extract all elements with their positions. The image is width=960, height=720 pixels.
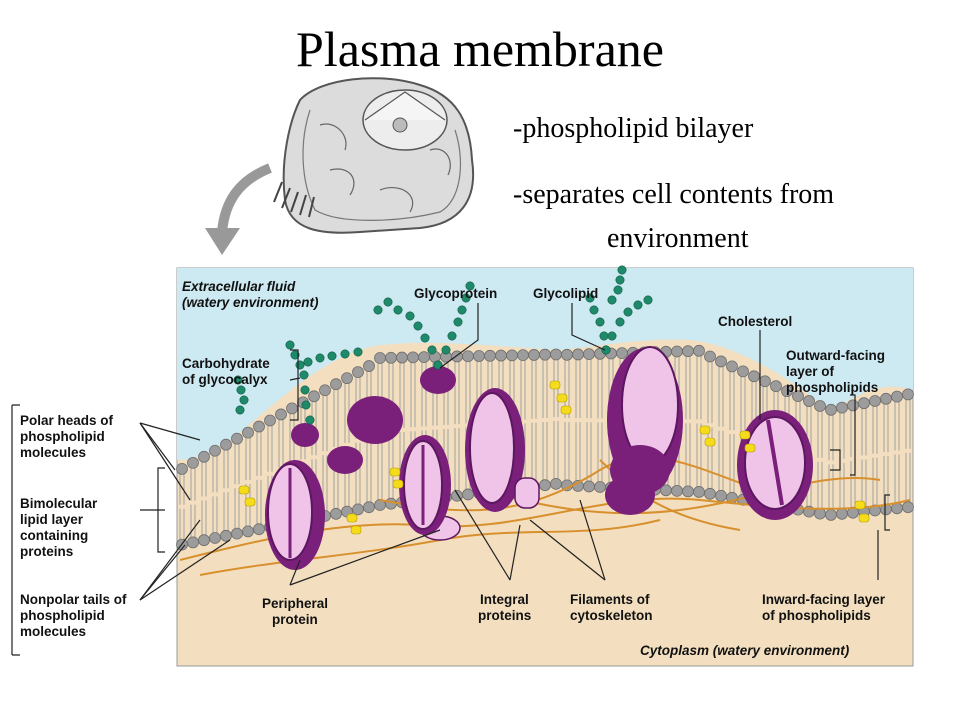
bimolecular-label-4: proteins — [20, 544, 74, 559]
bimolecular-label-2: lipid layer — [20, 512, 84, 527]
integral-protein-1 — [265, 460, 325, 570]
bullet-separates-line2: environment — [607, 223, 749, 254]
inward-label-2: of phospholipids — [762, 608, 871, 623]
extracellular-label-2: (watery environment) — [182, 295, 319, 310]
surface-proteins — [291, 366, 456, 474]
inward-label-1: Inward-facing layer — [762, 592, 886, 607]
peripheral-protein-label-1: Peripheral — [262, 596, 329, 611]
filaments-label-2: cytoskeleton — [570, 608, 653, 623]
slide-title: Plasma membrane — [296, 21, 664, 77]
cell-illustration — [273, 77, 475, 234]
leader-lines — [11, 303, 890, 656]
cytoplasm-label: Cytoplasm (watery environment) — [640, 643, 850, 658]
glycocalyx-chains — [233, 265, 653, 425]
glycolipid-label: Glycolipid — [533, 286, 599, 301]
integral-proteins-label-1: Integral — [480, 592, 529, 607]
bimolecular-label-1: Bimolecular — [20, 496, 98, 511]
outward-label-1: Outward-facing — [786, 348, 886, 363]
extracellular-label-1: Extracellular fluid — [182, 279, 296, 294]
outward-label-3: phospholipids — [786, 380, 879, 395]
extracellular-region — [177, 268, 913, 460]
integral-protein-3 — [465, 388, 540, 512]
integral-protein-4 — [605, 346, 683, 515]
peripheral-protein-label-2: protein — [272, 612, 318, 627]
polar-heads-label-1: Polar heads of — [20, 413, 114, 428]
cholesterol-molecules — [238, 380, 870, 535]
bullet-phospholipid-bilayer: -phospholipid bilayer — [513, 113, 754, 144]
nonpolar-label-1: Nonpolar tails of — [20, 592, 127, 607]
pointer-arrow-icon — [217, 163, 272, 233]
carbohydrate-label-1: Carbohydrate — [182, 356, 270, 371]
polar-heads-label-3: molecules — [20, 445, 87, 460]
glycoprotein-label: Glycoprotein — [414, 286, 498, 301]
integral-proteins-label-2: proteins — [478, 608, 532, 623]
integral-protein-5 — [737, 410, 813, 520]
nonpolar-label-3: molecules — [20, 624, 87, 639]
cholesterol-label: Cholesterol — [718, 314, 793, 329]
filaments-label-1: Filaments of — [570, 592, 650, 607]
bimolecular-label-3: containing — [20, 528, 89, 543]
nonpolar-label-2: phospholipid — [20, 608, 105, 623]
integral-protein-2 — [399, 435, 451, 535]
polar-heads-label-2: phospholipid — [20, 429, 105, 444]
carbohydrate-label-2: of glycocalyx — [182, 372, 268, 387]
bullet-separates-line1: -separates cell contents from — [513, 179, 835, 210]
outward-label-2: layer of — [786, 364, 835, 379]
